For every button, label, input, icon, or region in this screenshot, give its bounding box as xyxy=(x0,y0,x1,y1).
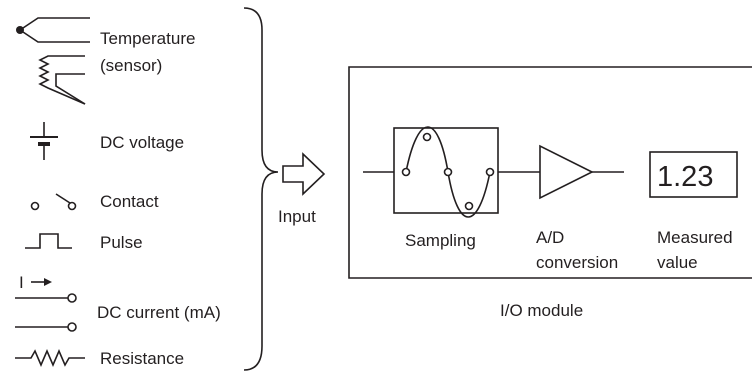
temperature-label: Temperature xyxy=(100,29,195,48)
sampling-box xyxy=(393,126,499,218)
sensor-label: (sensor) xyxy=(100,56,162,75)
sampling-label: Sampling xyxy=(405,231,476,250)
resistance-label: Resistance xyxy=(100,349,184,368)
io-module-title: I/O module xyxy=(500,301,583,320)
dc-current-label: DC current (mA) xyxy=(97,303,221,322)
io-module-frame xyxy=(348,66,752,279)
current-symbol: I xyxy=(19,273,24,292)
battery-icon xyxy=(30,122,58,160)
dc-voltage-label: DC voltage xyxy=(100,133,184,152)
pulse-label: Pulse xyxy=(100,233,143,252)
ad-label: A/D xyxy=(536,228,564,247)
rtd-sensor-icon xyxy=(38,55,86,105)
contact-label: Contact xyxy=(100,192,159,211)
display-value: 1.23 xyxy=(657,161,713,193)
measured-label: Measured xyxy=(657,228,733,247)
measured-value-display xyxy=(649,151,738,198)
conversion-label: conversion xyxy=(536,253,618,272)
input-arrow-icon xyxy=(282,152,326,196)
pulse-icon xyxy=(25,233,72,249)
value-label: value xyxy=(657,253,698,272)
thermocouple-icon xyxy=(16,17,90,43)
grouping-brace xyxy=(243,7,279,371)
ad-converter-icon xyxy=(539,144,594,200)
contact-switch-icon xyxy=(30,193,77,211)
resistor-icon xyxy=(15,348,85,368)
input-label: Input xyxy=(278,207,316,226)
dc-current-icon: I xyxy=(15,273,77,332)
